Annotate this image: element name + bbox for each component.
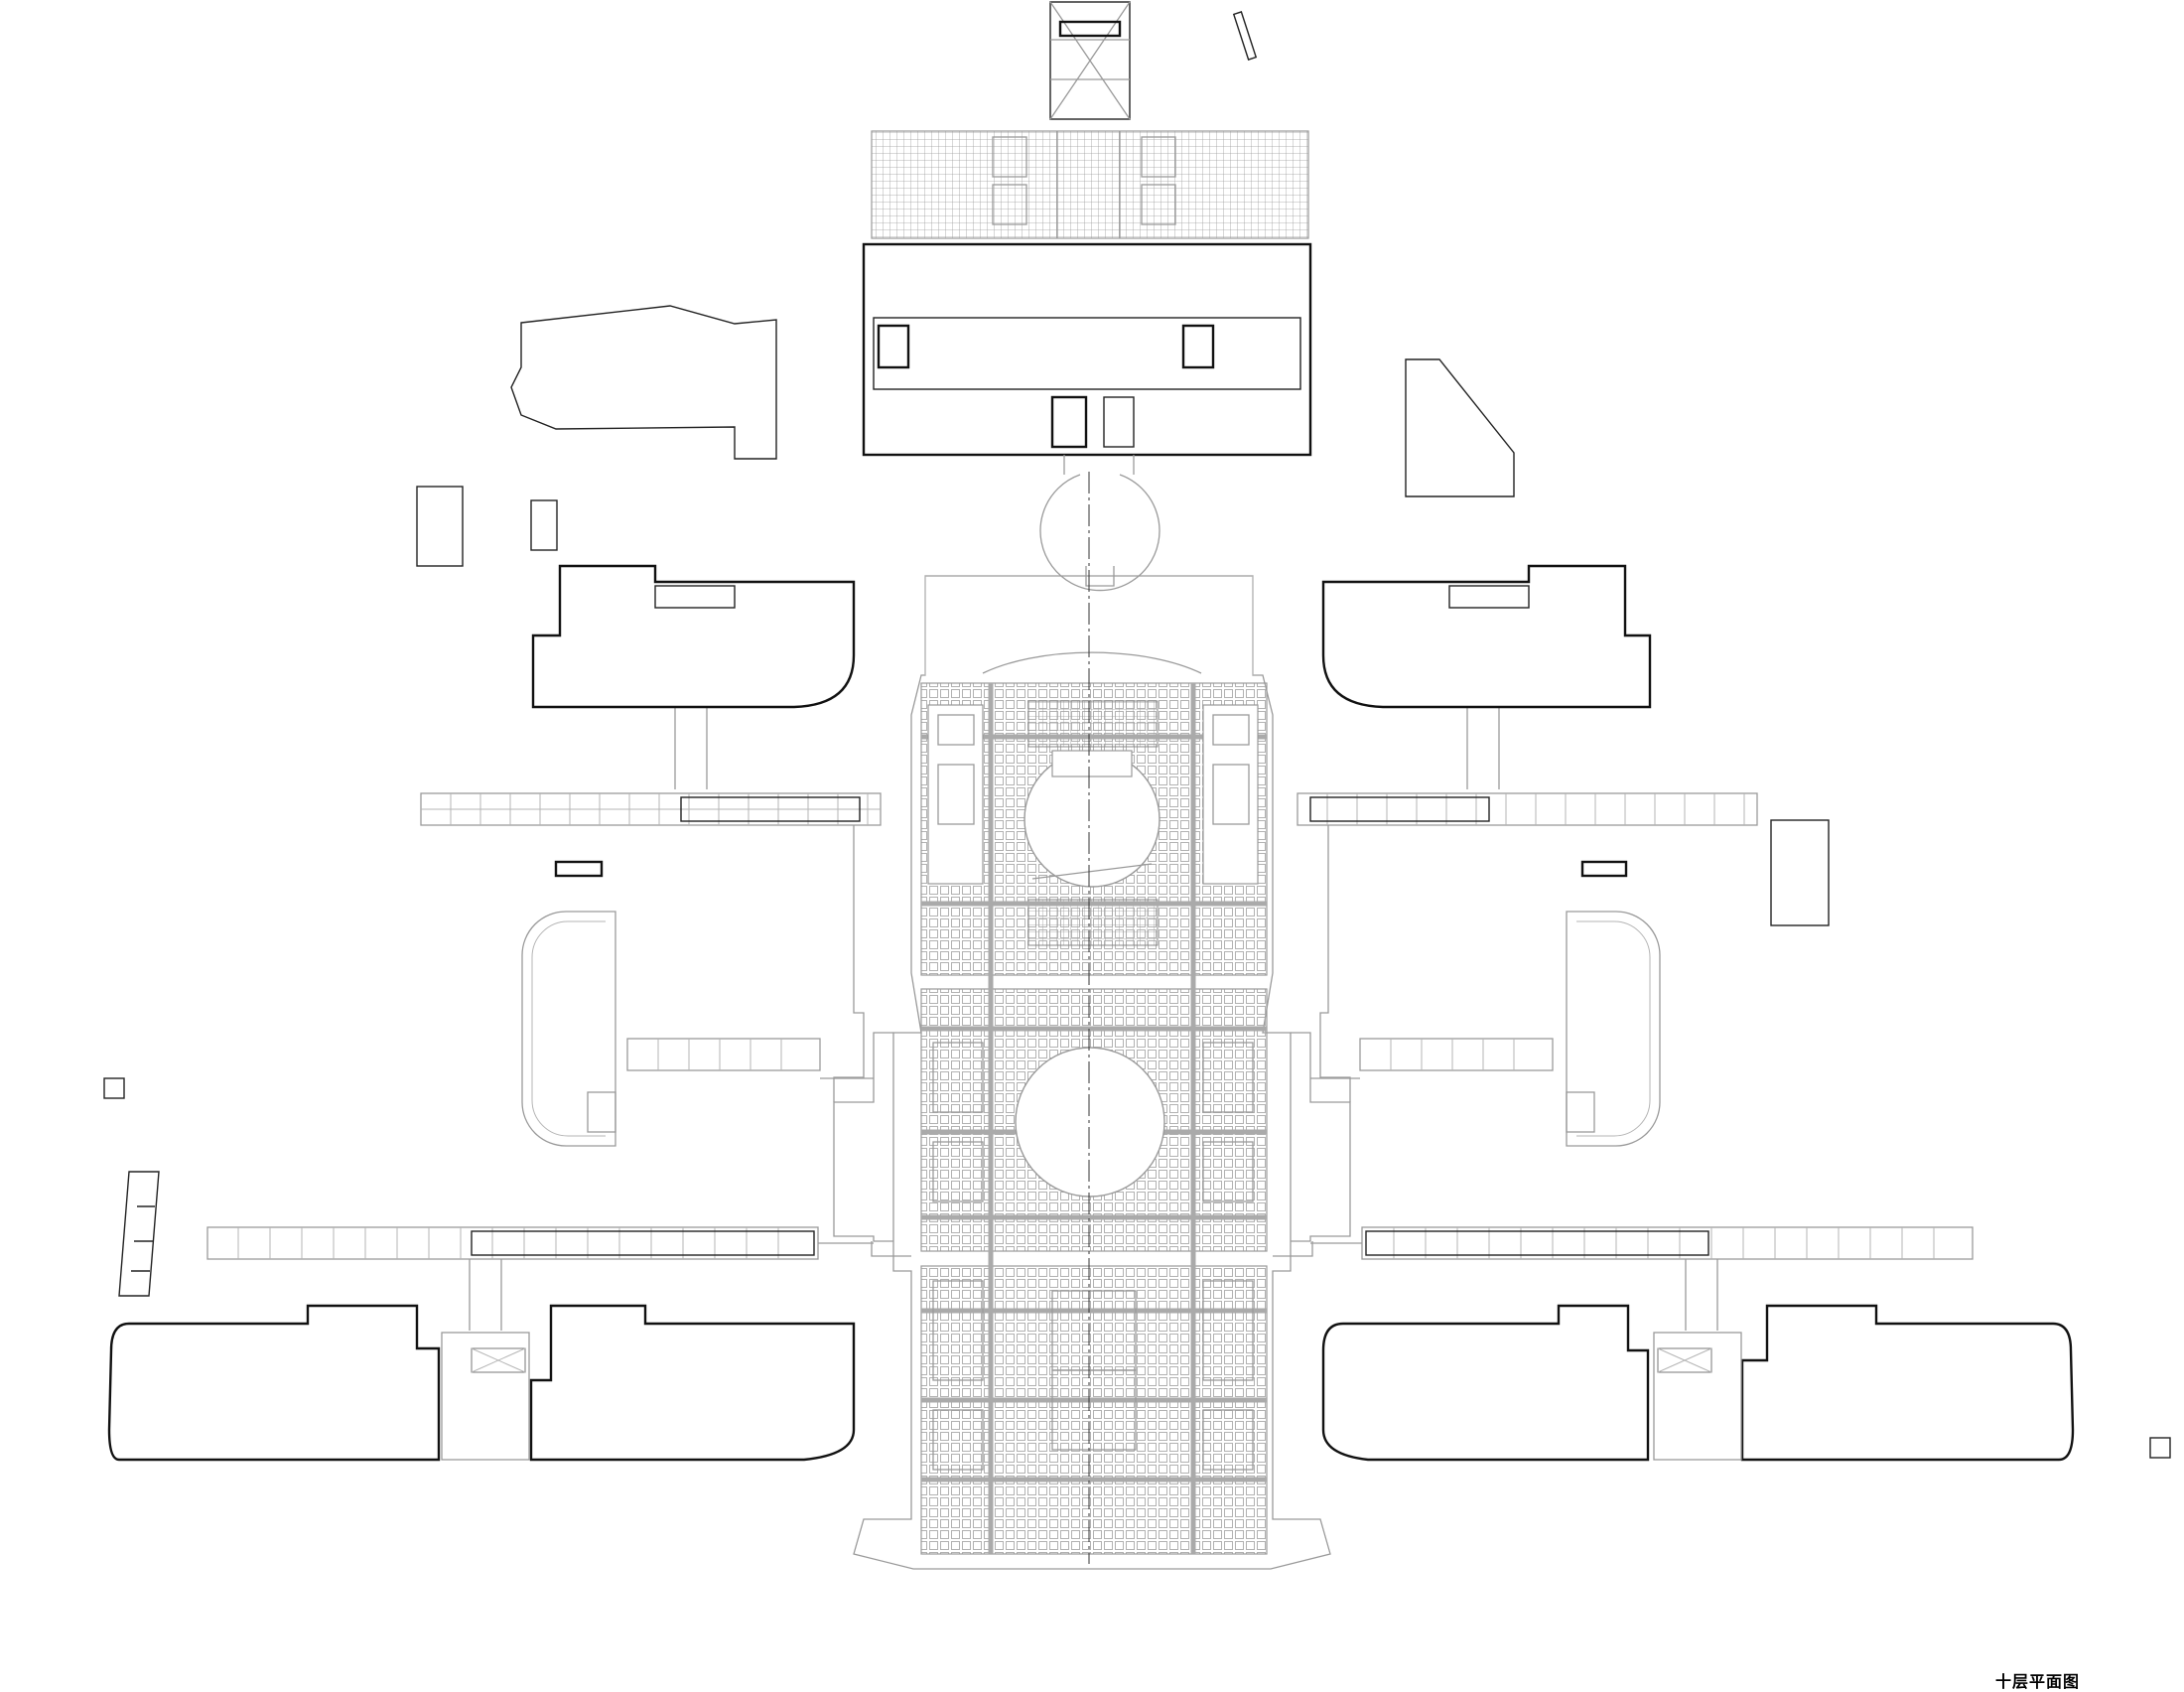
upper-right-wing xyxy=(1321,564,1652,709)
upper-left-wing xyxy=(531,564,856,709)
bridges xyxy=(206,707,1974,1331)
drawing-title: 十层平面图 xyxy=(1995,1672,2081,1691)
central-spine xyxy=(833,472,1351,1570)
site-outlines xyxy=(103,305,2171,1459)
lower-left-wing xyxy=(107,1304,856,1462)
loops xyxy=(521,911,1661,1147)
north-tower-block xyxy=(862,1,1312,592)
lower-right-wing xyxy=(1321,1304,2075,1462)
